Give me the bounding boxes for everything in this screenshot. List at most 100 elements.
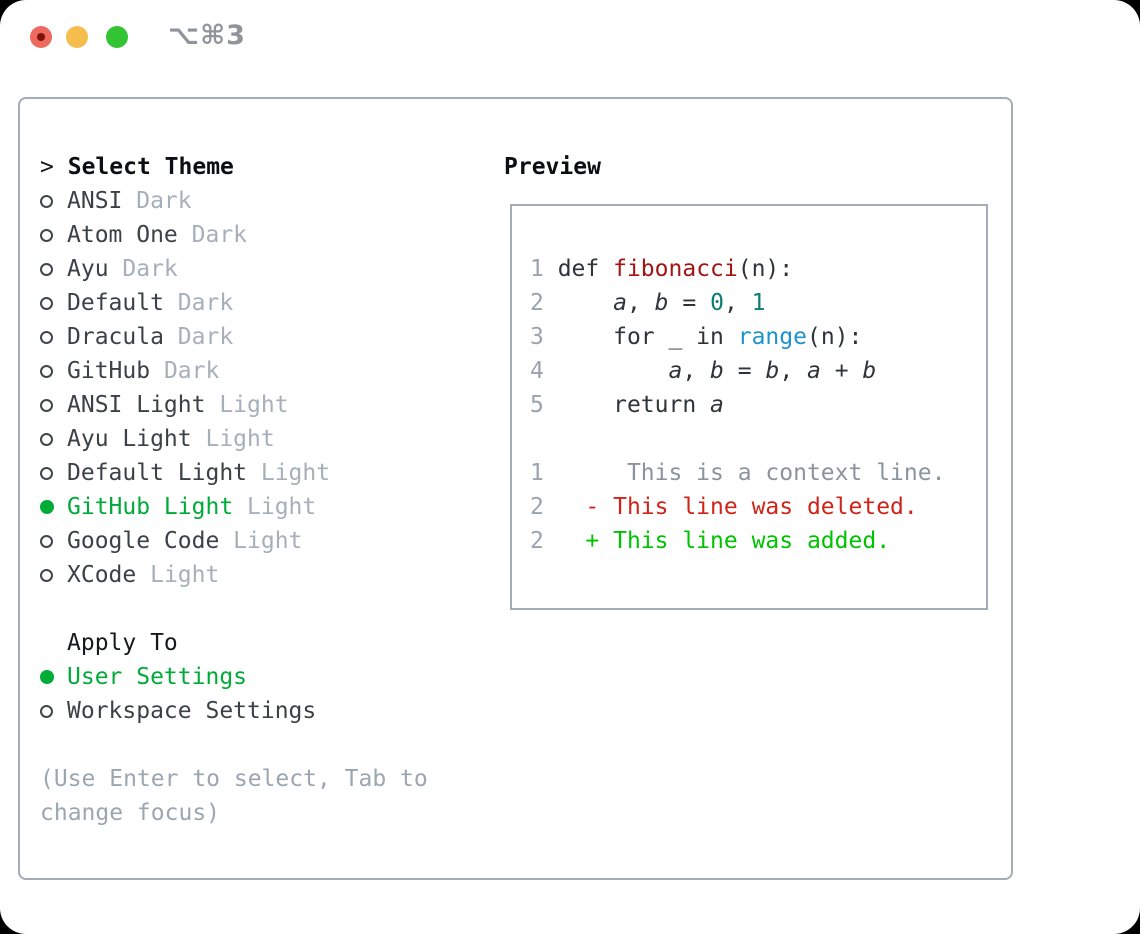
apply-to-header: Apply To — [67, 630, 178, 656]
code-token-builtin: range — [737, 324, 807, 350]
theme-variant-tag: Dark — [163, 290, 234, 316]
code-token-var: a — [807, 358, 821, 384]
theme-option-label: GitHub — [67, 358, 151, 384]
preview-line: 5 return a — [530, 388, 986, 422]
preview-line: 2 - This line was deleted. — [530, 490, 986, 524]
code-token-var: b — [862, 358, 877, 384]
radio-selected-icon — [40, 500, 54, 514]
apply-option-workspace-settings[interactable]: Workspace Settings — [40, 694, 480, 728]
theme-option-label: Atom One — [67, 222, 178, 248]
preview-header: Preview — [504, 154, 601, 180]
preview-line: 2 + This line was added. — [530, 524, 986, 558]
radio-unselected-icon — [40, 296, 53, 310]
line-number: 2 — [530, 290, 544, 316]
theme-option-ansi[interactable]: ANSI Dark — [40, 184, 480, 218]
theme-option-ansi-light[interactable]: ANSI Light Light — [40, 388, 480, 422]
line-number: 1 — [530, 460, 544, 486]
theme-option-label: ANSI Light — [67, 392, 206, 418]
code-token-ctx: This is a context line. — [543, 460, 946, 486]
code-token-code: return — [543, 392, 711, 418]
cursor-caret: > — [40, 154, 54, 180]
apply-option-user-settings[interactable]: User Settings — [40, 660, 480, 694]
preview-line: 1 This is a context line. — [530, 456, 986, 490]
code-token-code: (n): — [806, 324, 863, 350]
preview-line: 4 a, b = b, a + b — [530, 354, 986, 388]
theme-variant-tag: Dark — [163, 324, 234, 350]
window-title: ⌥⌘3 — [168, 20, 246, 51]
radio-unselected-icon — [40, 194, 53, 208]
theme-option-github-light[interactable]: GitHub Light Light — [40, 490, 480, 524]
code-token-code: for _ in — [543, 324, 738, 350]
code-token-var: a — [668, 358, 683, 384]
theme-variant-tag: Light — [233, 494, 317, 520]
theme-variant-tag: Dark — [122, 188, 192, 214]
theme-option-label: Ayu Light — [67, 426, 192, 452]
code-token-var: b — [654, 290, 669, 316]
code-token-num: 0 — [710, 290, 724, 316]
code-token-code: , — [723, 290, 752, 316]
theme-option-default[interactable]: Default Dark — [40, 286, 480, 320]
theme-option-label: Default — [67, 290, 164, 316]
preview-line: 1 def fibonacci(n): — [530, 252, 986, 286]
line-number: 5 — [530, 392, 544, 418]
line-number: 3 — [530, 324, 544, 350]
theme-option-ayu-light[interactable]: Ayu Light Light — [40, 422, 480, 456]
preview-line: 2 a, b = 0, 1 — [530, 286, 986, 320]
close-button[interactable] — [30, 26, 52, 48]
radio-unselected-icon — [40, 568, 53, 582]
code-token-num: 1 — [751, 290, 766, 316]
theme-option-label: Default Light — [67, 460, 248, 486]
radio-unselected-icon — [40, 364, 53, 378]
radio-unselected-icon — [40, 330, 53, 344]
code-token-del: - This line was deleted. — [543, 494, 918, 520]
code-token-code — [544, 290, 613, 316]
radio-unselected-icon — [40, 398, 53, 412]
line-number: 2 — [530, 494, 544, 520]
line-number: 4 — [530, 358, 544, 384]
theme-variant-tag: Light — [219, 528, 303, 554]
code-token-code — [544, 358, 669, 384]
code-token-var: b — [710, 358, 724, 384]
radio-unselected-icon — [40, 466, 53, 480]
theme-option-label: Ayu — [67, 256, 109, 282]
code-token-code: = — [723, 358, 766, 384]
code-token-code: (n): — [737, 256, 794, 282]
radio-unselected-icon — [40, 534, 53, 548]
minimize-button[interactable] — [66, 26, 88, 48]
preview-line — [530, 422, 986, 456]
select-theme-header: > Select Theme — [40, 150, 480, 184]
theme-option-atom-one[interactable]: Atom One Dark — [40, 218, 480, 252]
theme-option-label: GitHub Light — [67, 494, 234, 520]
code-token-func: fibonacci — [613, 256, 738, 282]
code-token-add: + This line was added. — [543, 528, 891, 554]
theme-option-default-light[interactable]: Default Light Light — [40, 456, 480, 490]
theme-variant-tag: Light — [136, 562, 220, 588]
code-token-code: def — [543, 256, 614, 282]
code-token-code: , — [779, 358, 808, 384]
theme-option-label: Google Code — [67, 528, 220, 554]
line-number: 1 — [530, 256, 544, 282]
theme-option-github[interactable]: GitHub Dark — [40, 354, 480, 388]
theme-option-dracula[interactable]: Dracula Dark — [40, 320, 480, 354]
theme-option-label: Dracula — [67, 324, 164, 350]
theme-option-google-code[interactable]: Google Code Light — [40, 524, 480, 558]
theme-option-xcode[interactable]: XCode Light — [40, 558, 480, 592]
theme-option-ayu[interactable]: Ayu Dark — [40, 252, 480, 286]
spacer — [40, 592, 480, 626]
code-token-code: , — [682, 358, 711, 384]
apply-option-label: User Settings — [67, 664, 248, 690]
zoom-button[interactable] — [106, 26, 128, 48]
apply-option-label: Workspace Settings — [67, 698, 317, 724]
code-token-var: b — [765, 358, 780, 384]
theme-variant-tag: Dark — [150, 358, 220, 384]
keyboard-hint: (Use Enter to select, Tab to change focu… — [40, 766, 428, 826]
theme-variant-tag: Light — [191, 426, 275, 452]
theme-option-label: ANSI — [67, 188, 123, 214]
code-token-var: a — [613, 290, 627, 316]
